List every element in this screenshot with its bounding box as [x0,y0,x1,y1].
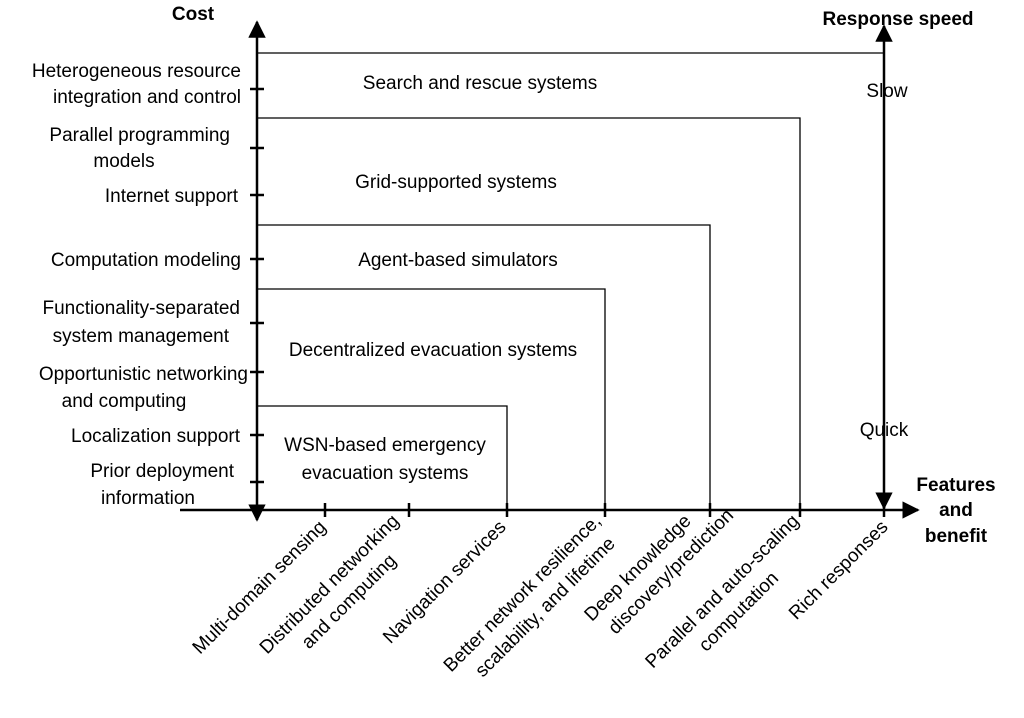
cost-label-parallel-programming-line-1: Parallel programming [49,125,230,146]
features-axis-title-line-1: Features [916,475,995,496]
system-label-grid-supported: Grid-supported systems [355,172,557,193]
feature-label-rich-responses-line-1: Rich responses [785,517,892,624]
system-label-wsn-line-1: WSN-based emergency [284,435,486,456]
features-axis-title-line-2: and [939,500,973,521]
cost-label-functionality-line-1: Functionality-separated [43,298,241,319]
feature-ticks [323,503,886,517]
cost-ticks [250,87,264,484]
box-decentralized [257,288,606,510]
system-label-search-and-rescue: Search and rescue systems [363,73,597,94]
features-axis-title-line-3: benefit [925,526,988,547]
box-grid-supported [257,117,801,510]
cost-label-opportunistic-line-2: and computing [62,391,187,412]
feature-label-rich-responses: Rich responses [785,517,892,624]
system-labels: Search and rescue systems Grid-supported… [284,73,597,484]
response-speed-title: Response speed [823,9,974,30]
cost-label-heterogeneous-line-2: integration and control [53,87,241,108]
cost-label-localization: Localization support [71,426,241,447]
cost-label-parallel-programming-line-2: models [93,151,154,172]
cost-label-computation-modeling: Computation modeling [51,250,241,271]
cost-label-internet-support: Internet support [105,186,239,207]
cost-label-prior-deployment-line-2: information [101,488,195,509]
box-search-and-rescue [257,52,885,510]
box-agent-based [257,224,711,510]
cost-axis-title: Cost [172,4,215,25]
slow-label: Slow [866,81,907,102]
cost-label-prior-deployment-line-1: Prior deployment [90,461,234,482]
cost-label-opportunistic-line-1: Opportunistic networking [39,364,248,385]
feature-labels: Multi-domain sensing Distributed network… [189,505,893,682]
feature-label-better-network-line-1: Better network resilience, [440,511,606,677]
quick-label: Quick [860,420,909,441]
system-label-agent-based: Agent-based simulators [358,250,558,271]
system-label-decentralized: Decentralized evacuation systems [289,340,577,361]
cost-labels: Heterogeneous resource integration and c… [32,61,248,509]
cost-label-heterogeneous-line-1: Heterogeneous resource [32,61,241,82]
system-label-wsn-line-2: evacuation systems [302,463,469,484]
feature-label-distributed: Distributed networking and computing [256,511,404,659]
box-wsn-based [257,405,508,510]
cost-label-functionality-line-2: system management [53,326,230,347]
